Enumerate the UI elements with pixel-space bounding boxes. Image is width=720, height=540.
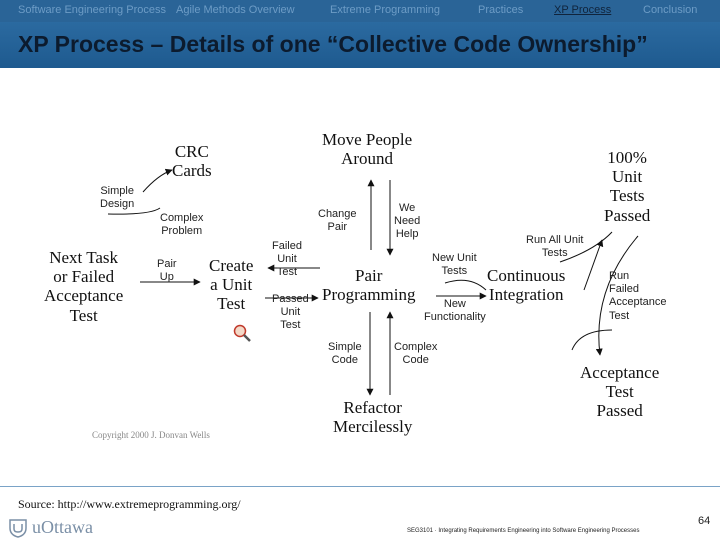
arrow-passed-to-acceptance: [595, 235, 639, 356]
source-link[interactable]: Source: http://www.extremeprogramming.or…: [18, 497, 241, 511]
nav-item-practices[interactable]: Practices: [478, 4, 524, 16]
course-title: SEG3101 · Integrating Requirements Engin…: [407, 528, 640, 534]
arrow-run-all-unit-tests: [559, 231, 613, 263]
arrow-run-failed-acceptance: [571, 329, 613, 351]
top-navigation: Software Engineering Process Agile Metho…: [0, 0, 720, 22]
arrow-integration-to-passed: [583, 239, 604, 291]
nav-item-software-engineering-process[interactable]: Software Engineering Process: [18, 4, 166, 16]
arrow-new-unit-tests: [444, 279, 487, 291]
magnifier-icon: [233, 324, 251, 342]
copyright-text: Copyright 2000 J. Donvan Wells: [92, 430, 210, 440]
arrow-complex-problem: [107, 207, 161, 215]
page-number: 64: [698, 515, 711, 527]
footer-divider: [0, 486, 720, 487]
uottawa-logo-text: uOttawa: [32, 517, 93, 537]
slide-title: XP Process – Details of one “Collective …: [18, 31, 648, 57]
nav-item-agile-methods-overview[interactable]: Agile Methods Overview: [176, 4, 295, 16]
uottawa-logo: uOttawa: [8, 517, 93, 538]
uottawa-shield-icon: [9, 518, 27, 538]
nav-item-xp-process[interactable]: XP Process: [554, 4, 612, 16]
nav-item-extreme-programming[interactable]: Extreme Programming: [330, 4, 441, 16]
arrow-simple-design-to-crc: [142, 168, 173, 193]
nav-item-conclusion[interactable]: Conclusion: [643, 4, 698, 16]
title-bar: [0, 22, 720, 68]
